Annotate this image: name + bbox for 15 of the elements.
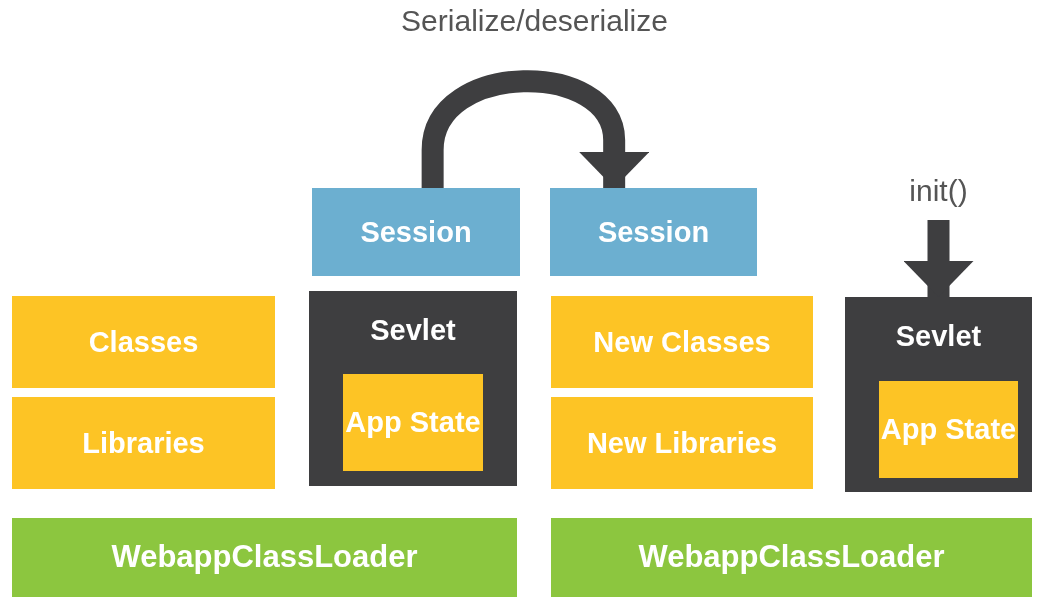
classloader-bar: WebappClassLoader [551, 518, 1032, 597]
session-box: Session [312, 188, 520, 276]
classloader-bar: WebappClassLoader [12, 518, 517, 597]
layer-box: New Libraries [551, 397, 813, 489]
layer-box: New Classes [551, 296, 813, 388]
state-box: App State [879, 381, 1018, 478]
container-title: Sevlet [895, 321, 982, 352]
session-box: Session [550, 188, 757, 276]
state-box: App State [343, 374, 483, 471]
servlet-container [309, 291, 517, 486]
servlet-container [845, 297, 1032, 492]
layer-box: Classes [12, 296, 275, 388]
layer-box: Libraries [12, 397, 275, 489]
arrow [903, 220, 974, 297]
container-title: Sevlet [370, 315, 456, 346]
